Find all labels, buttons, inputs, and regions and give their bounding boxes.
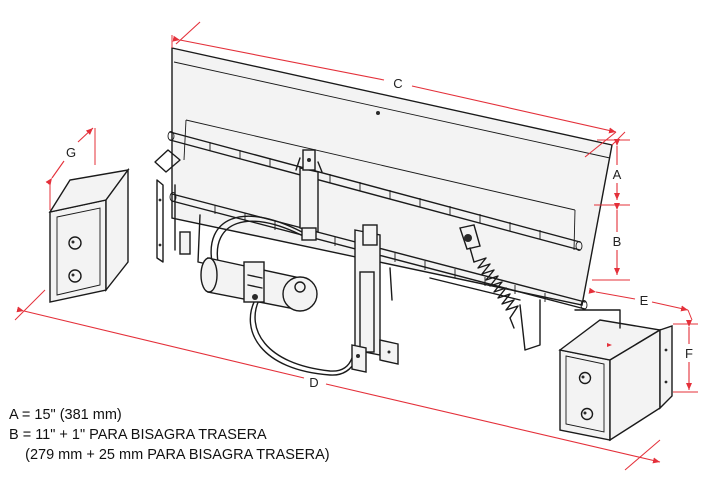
left-junction-box (48, 167, 130, 303)
hydraulic-pump (200, 257, 318, 312)
left-bracket (154, 149, 181, 263)
label-a: A (613, 167, 622, 182)
dimension-d: D (14, 289, 661, 471)
note-b-metric: (279 mm + 25 mm PARA BISAGRA TRASERA) (9, 447, 330, 463)
right-junction-box (558, 309, 673, 442)
label-c: C (393, 76, 402, 91)
label-d: D (309, 375, 318, 390)
note-a: A = 15" (381 mm) (9, 407, 122, 423)
upper-hinge-rod (167, 131, 583, 251)
note-b: B = 11" + 1" PARA BISAGRA TRASERA (9, 427, 267, 443)
dimension-b: B (592, 203, 630, 281)
spring-assembly (459, 224, 519, 329)
dimension-e: E (588, 287, 693, 321)
lip-cylinder (351, 224, 399, 373)
deck-plate (171, 47, 613, 306)
dimension-g: G (45, 127, 96, 210)
main-cylinder (295, 149, 323, 241)
dimension-notes: A = 15" (381 mm) B = 11" + 1" PARA BISAG… (9, 405, 330, 465)
label-f: F (685, 346, 693, 361)
dimension-c: C (171, 21, 626, 158)
dimension-a: A (594, 139, 630, 206)
label-g: G (66, 145, 76, 160)
dimension-f: F (673, 320, 698, 393)
label-e: E (640, 293, 649, 308)
label-b: B (613, 234, 622, 249)
